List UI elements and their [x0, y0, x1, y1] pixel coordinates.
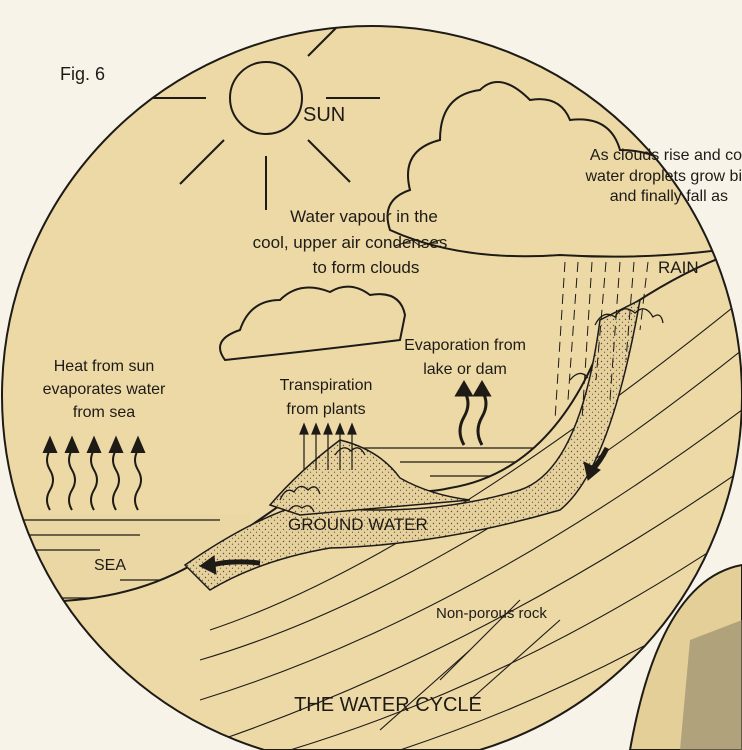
clouds-rise-line-3: and finally fall as [610, 188, 728, 205]
diagram-title: THE WATER CYCLE [294, 694, 482, 716]
heat-sun-line-3: from sea [73, 404, 135, 421]
evap-lake-line-1: Evaporation from [404, 337, 526, 354]
rain-label: RAIN [658, 258, 699, 277]
condense-line-3: to form clouds [313, 258, 420, 277]
ground-water-label: GROUND WATER [288, 515, 428, 534]
heat-sun-line-2: evaporates water [43, 381, 166, 398]
transpiration-line-1: Transpiration [280, 377, 373, 394]
clouds-rise-line-2: water droplets grow bi [584, 168, 742, 185]
heat-sun-line-1: Heat from sun [54, 358, 154, 375]
evap-lake-line-2: lake or dam [423, 361, 507, 378]
condense-line-2: cool, upper air condenses [253, 233, 448, 252]
transpiration-line-2: from plants [286, 401, 365, 418]
figure-label: Fig. 6 [60, 64, 105, 84]
sun-label: SUN [303, 104, 345, 126]
condense-line-1: Water vapour in the [290, 207, 438, 226]
sea-label: SEA [94, 557, 126, 574]
clouds-rise-line-1: As clouds rise and co [590, 147, 742, 164]
non-porous-rock-label: Non-porous rock [436, 605, 547, 622]
